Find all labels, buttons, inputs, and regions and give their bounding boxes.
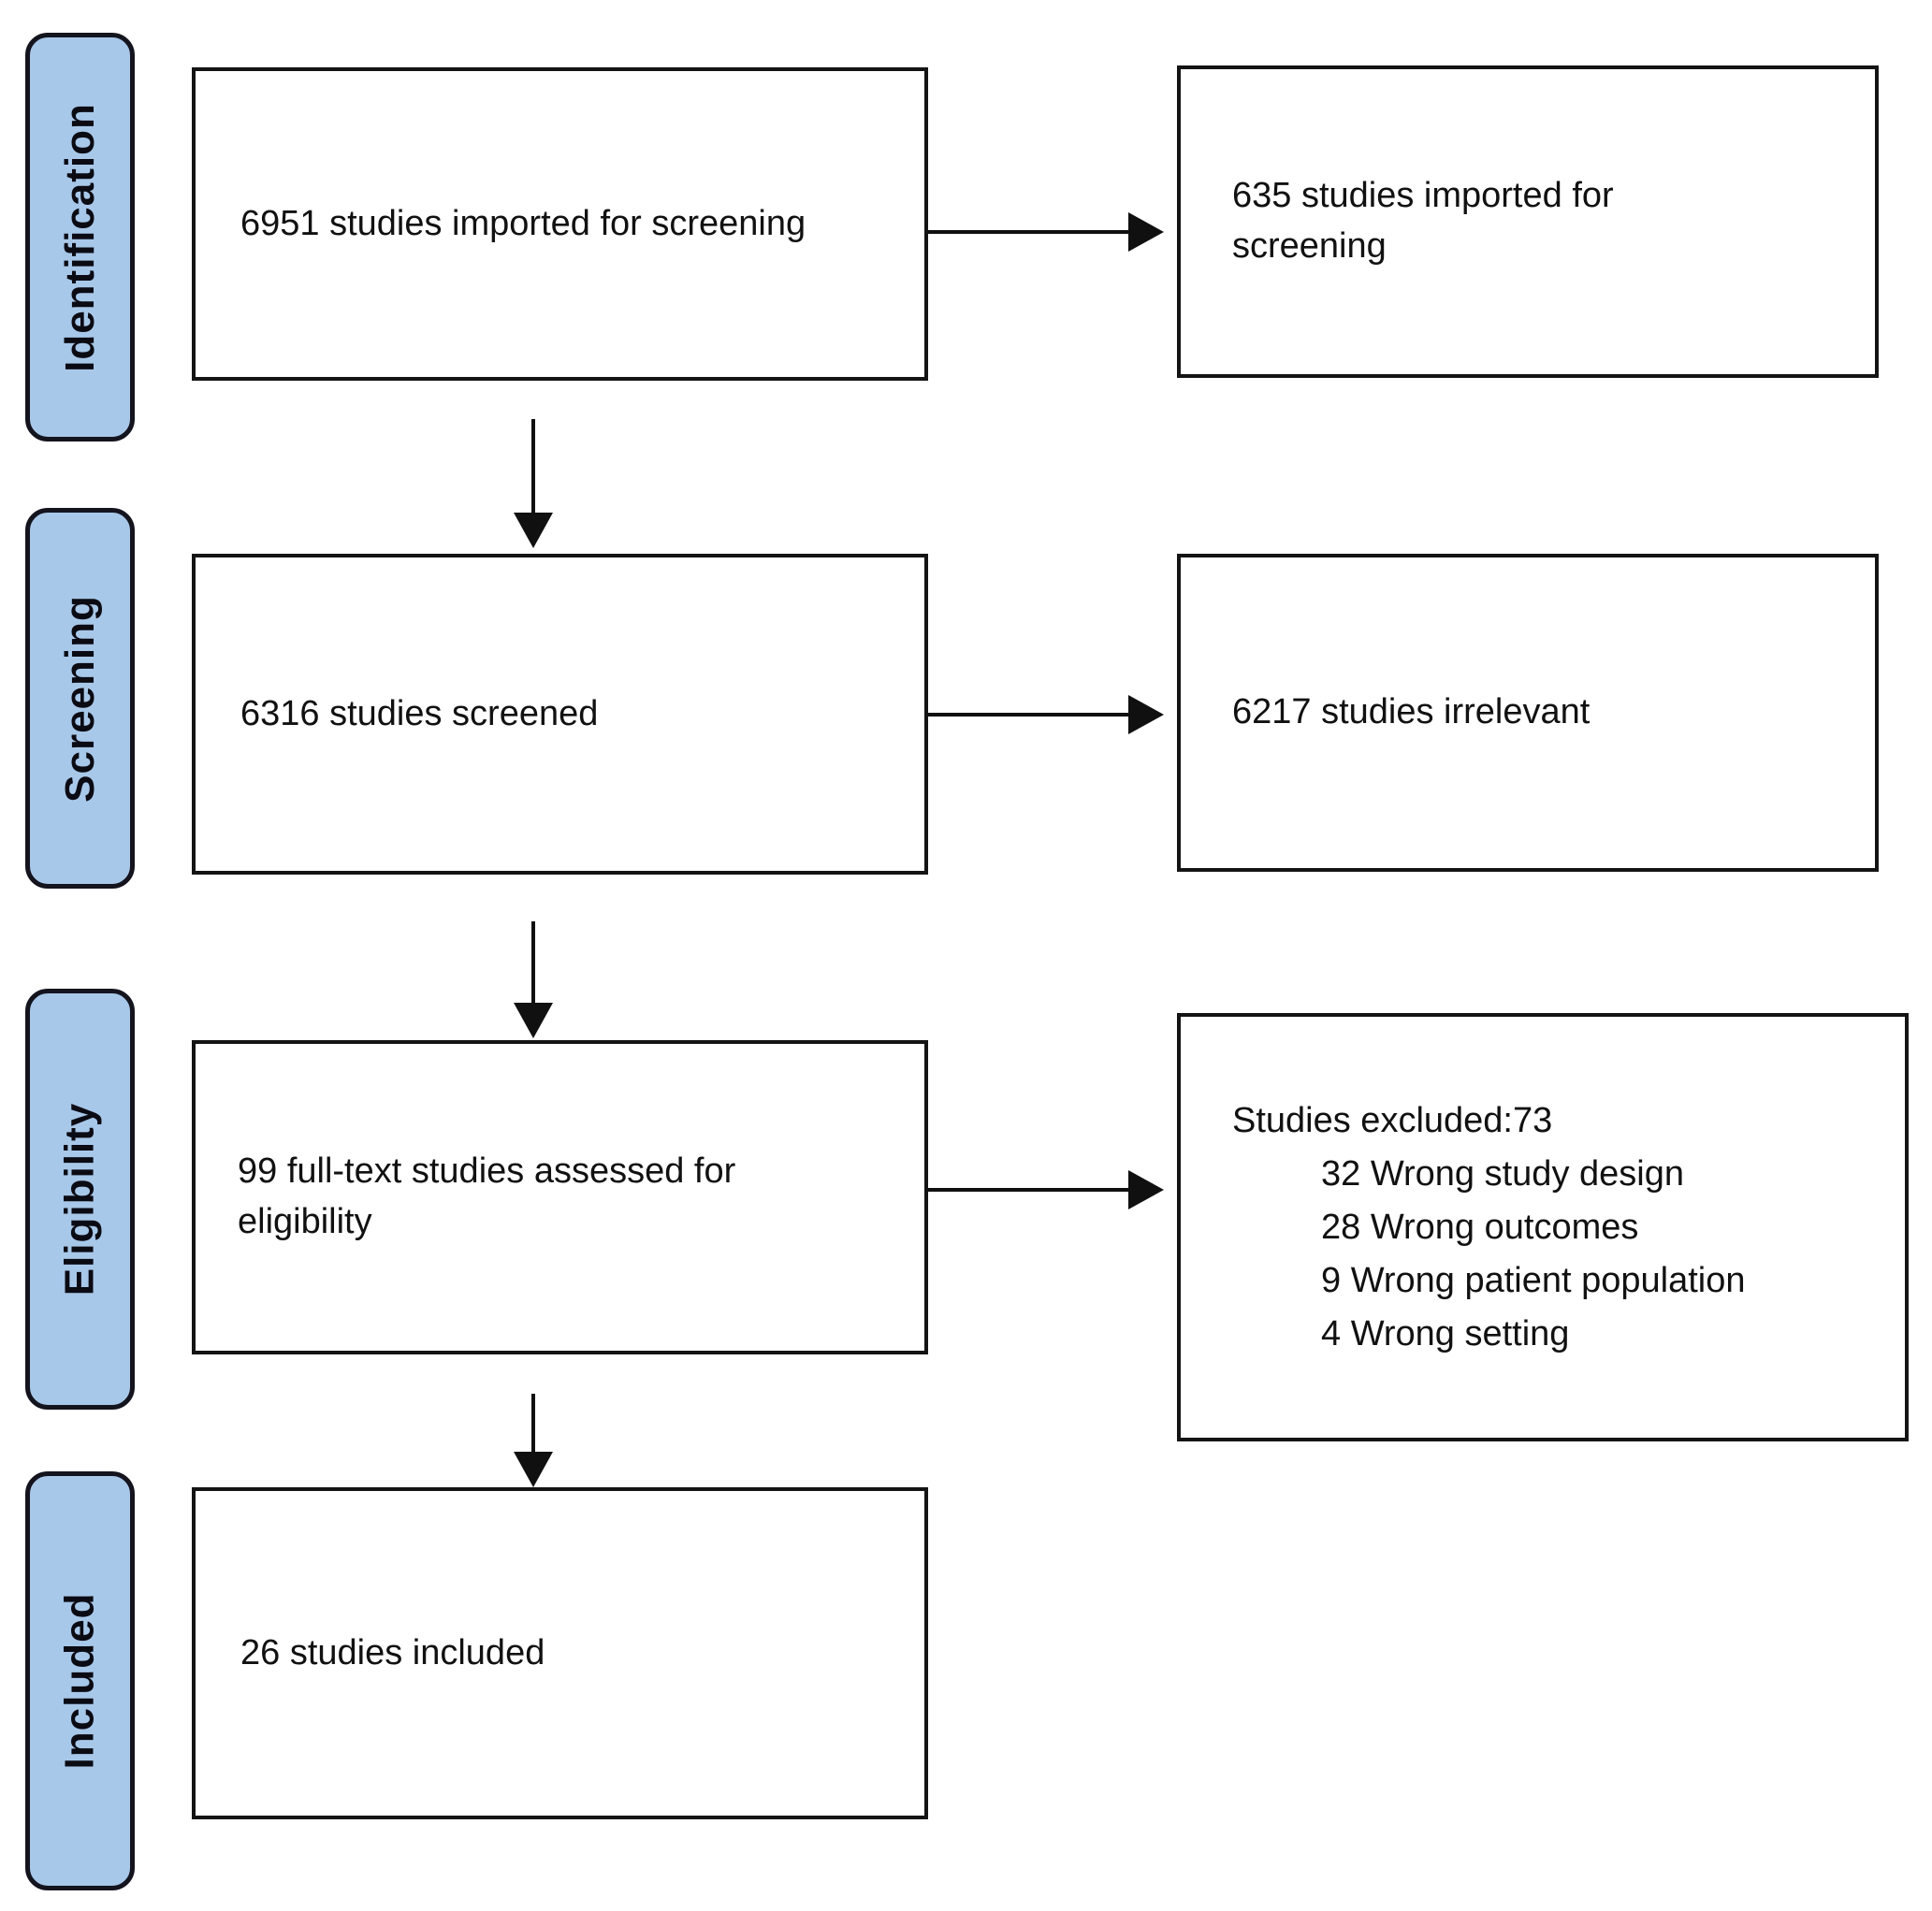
arrow-right-icon (1128, 212, 1164, 252)
stage-label-included-text: Included (56, 1592, 103, 1770)
box-studies-excluded: Studies excluded:73 32 Wrong study desig… (1177, 1013, 1909, 1441)
box-studies-excluded-title: Studies excluded:73 (1232, 1100, 1553, 1140)
arrow-right-icon (1128, 1170, 1164, 1209)
box-studies-imported: 6951 studies imported for screening (192, 67, 928, 381)
box-studies-imported-right-text: 635 studies imported for screening (1232, 176, 1614, 266)
arrow-shaft (531, 419, 535, 514)
arrow-down-icon (514, 1003, 553, 1038)
stage-label-screening-text: Screening (56, 594, 103, 803)
box-studies-included-text: 26 studies included (240, 1632, 545, 1672)
arrow-shaft (928, 1188, 1130, 1192)
box-studies-included: 26 studies included (192, 1487, 928, 1819)
arrow-shaft (531, 921, 535, 1005)
box-studies-screened-text: 6316 studies screened (240, 693, 599, 733)
stage-label-eligibility-text: Eligibility (56, 1102, 103, 1296)
arrow-down-icon (514, 513, 553, 548)
stage-label-included: Included (25, 1471, 135, 1890)
excluded-reason: 9 Wrong patient population (1321, 1260, 1746, 1300)
excluded-reason: 4 Wrong setting (1321, 1313, 1570, 1354)
box-studies-screened: 6316 studies screened (192, 554, 928, 875)
arrow-right-icon (1128, 695, 1164, 734)
stage-label-screening: Screening (25, 508, 135, 889)
stage-label-identification: Identification (25, 33, 135, 442)
arrow-shaft (531, 1394, 535, 1454)
box-studies-imported-text: 6951 studies imported for screening (240, 203, 806, 243)
arrow-shaft (928, 230, 1130, 234)
box-fulltext-assessed: 99 full-text studies assessed for eligib… (192, 1040, 928, 1354)
arrow-shaft (928, 713, 1130, 717)
stage-label-identification-text: Identification (56, 102, 103, 372)
box-studies-imported-right: 635 studies imported for screening (1177, 65, 1879, 378)
box-studies-irrelevant-text: 6217 studies irrelevant (1232, 692, 1591, 732)
excluded-reason: 28 Wrong outcomes (1321, 1207, 1639, 1247)
arrow-down-icon (514, 1452, 553, 1487)
excluded-reason: 32 Wrong study design (1321, 1153, 1684, 1194)
stage-label-eligibility: Eligibility (25, 989, 135, 1410)
box-studies-irrelevant: 6217 studies irrelevant (1177, 554, 1879, 872)
box-fulltext-assessed-text: 99 full-text studies assessed for eligib… (238, 1151, 736, 1241)
